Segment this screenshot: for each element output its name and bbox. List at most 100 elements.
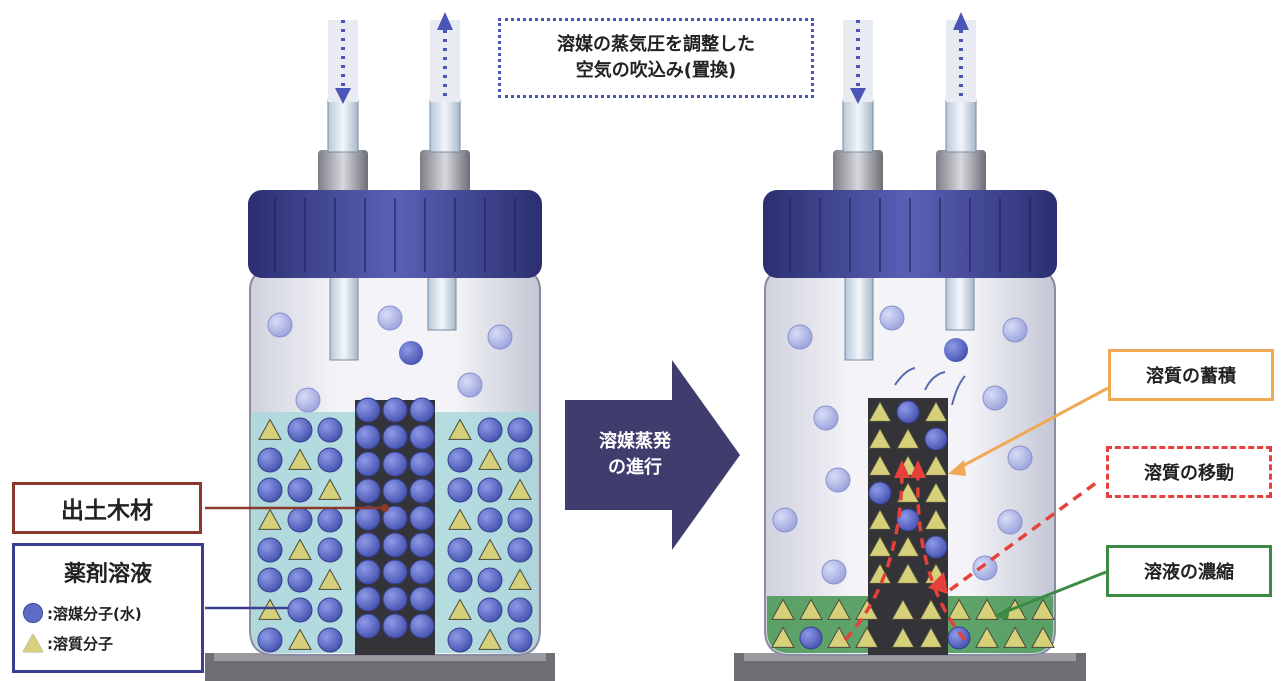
solvent-molecule xyxy=(409,424,435,450)
solvent-molecule xyxy=(924,535,948,559)
solute-molecule xyxy=(924,454,948,476)
solvent-molecule xyxy=(409,532,435,558)
solvent-molecule xyxy=(924,427,948,451)
solute-molecule xyxy=(896,535,920,557)
solvent-molecule xyxy=(507,627,533,653)
solvent-molecule xyxy=(382,559,408,585)
solvent-molecule xyxy=(317,597,343,623)
solvent-molecule xyxy=(287,507,313,533)
outflow-arrow-icon xyxy=(437,12,453,30)
legend-solvent-label: :溶媒分子(水) xyxy=(47,604,142,623)
solvent-molecule xyxy=(355,478,381,504)
solute-molecule xyxy=(868,454,892,476)
right-solution-particles xyxy=(771,598,1055,650)
movement-label: 溶質の移動 xyxy=(1106,446,1272,498)
solvent-molecule xyxy=(477,477,503,503)
solute-molecule xyxy=(975,598,999,620)
solvent-molecule xyxy=(317,417,343,443)
left-jar xyxy=(205,12,555,681)
solvent-molecule xyxy=(382,505,408,531)
yellow-triangle-icon xyxy=(23,634,43,652)
solute-molecule xyxy=(771,626,795,648)
solvent-molecule xyxy=(447,537,473,563)
solute-molecule xyxy=(1031,598,1055,620)
solvent-molecule xyxy=(355,505,381,531)
air-injection-note-line1: 溶媒の蒸気圧を調整した xyxy=(557,34,755,55)
solute-molecule xyxy=(868,400,892,422)
solute-molecule xyxy=(258,508,282,530)
outflow-arrow-icon xyxy=(953,12,969,30)
solute-molecule xyxy=(924,481,948,503)
solvent-molecule xyxy=(382,586,408,612)
solvent-molecule xyxy=(382,613,408,639)
solvent-molecule xyxy=(257,567,283,593)
legend-solvent-row: :溶媒分子(水) xyxy=(23,598,201,628)
solute-molecule xyxy=(896,427,920,449)
solvent-molecule xyxy=(355,559,381,585)
solvent-molecule xyxy=(257,477,283,503)
solvent-molecule xyxy=(896,400,920,424)
solvent-molecule xyxy=(317,507,343,533)
process-arrow-label: 溶媒蒸発 の進行 xyxy=(570,420,700,490)
solvent-molecule xyxy=(447,447,473,473)
solvent-molecule xyxy=(382,451,408,477)
solute-molecule xyxy=(924,400,948,422)
solvent-molecule xyxy=(447,567,473,593)
legend-title: 薬剤溶液 xyxy=(63,562,152,587)
solvent-molecule xyxy=(355,424,381,450)
solvent-molecule xyxy=(355,397,381,423)
solute-molecule xyxy=(919,598,943,620)
inflow-arrow-icon xyxy=(335,88,351,104)
solvent-molecule xyxy=(868,481,892,505)
solute-molecule xyxy=(448,418,472,440)
solvent-molecule xyxy=(287,597,313,623)
right-jar xyxy=(734,12,1109,681)
accumulation-label: 溶質の蓄積 xyxy=(1108,349,1274,401)
solute-molecule xyxy=(919,626,943,648)
solute-molecule xyxy=(258,418,282,440)
inflow-arrow-icon xyxy=(850,88,866,104)
solvent-molecule xyxy=(409,451,435,477)
solvent-molecule xyxy=(287,477,313,503)
solute-molecule xyxy=(1003,626,1027,648)
air-injection-note: 溶媒の蒸気圧を調整した 空気の吹込み(置換) xyxy=(498,18,814,98)
legend: 薬剤溶液 :溶媒分子(水) :溶質分子 xyxy=(12,543,204,673)
solvent-molecule xyxy=(477,567,503,593)
solute-molecule xyxy=(827,626,851,648)
solute-molecule xyxy=(508,568,532,590)
legend-solute-row: :溶質分子 xyxy=(23,628,201,658)
solute-molecule xyxy=(924,508,948,530)
wood-label: 出土木材 xyxy=(12,482,202,534)
solvent-molecule xyxy=(382,397,408,423)
solute-molecule xyxy=(975,626,999,648)
solute-molecule xyxy=(318,568,342,590)
solvent-molecule xyxy=(355,586,381,612)
legend-solute-label: :溶質分子 xyxy=(47,634,113,653)
process-arrow xyxy=(565,360,740,550)
solute-molecule xyxy=(478,538,502,560)
solvent-molecule xyxy=(447,477,473,503)
solvent-molecule xyxy=(287,417,313,443)
solute-molecule xyxy=(478,628,502,650)
solvent-molecule xyxy=(355,532,381,558)
movement-arrows xyxy=(843,474,1102,642)
solvent-molecule xyxy=(355,613,381,639)
left-wood-particles xyxy=(355,397,435,639)
solvent-molecule xyxy=(477,507,503,533)
solute-molecule xyxy=(868,535,892,557)
solvent-molecule xyxy=(477,417,503,443)
solvent-molecule xyxy=(257,627,283,653)
solute-molecule xyxy=(868,427,892,449)
solvent-molecule xyxy=(507,417,533,443)
solute-molecule xyxy=(288,448,312,470)
solvent-molecule xyxy=(507,597,533,623)
blue-circle-icon xyxy=(23,603,43,623)
solvent-molecule xyxy=(447,627,473,653)
solvent-molecule xyxy=(382,532,408,558)
solvent-molecule xyxy=(409,505,435,531)
left-solution-particles xyxy=(257,417,533,653)
solvent-molecule xyxy=(477,597,503,623)
solute-molecule xyxy=(827,598,851,620)
solvent-molecule xyxy=(409,397,435,423)
